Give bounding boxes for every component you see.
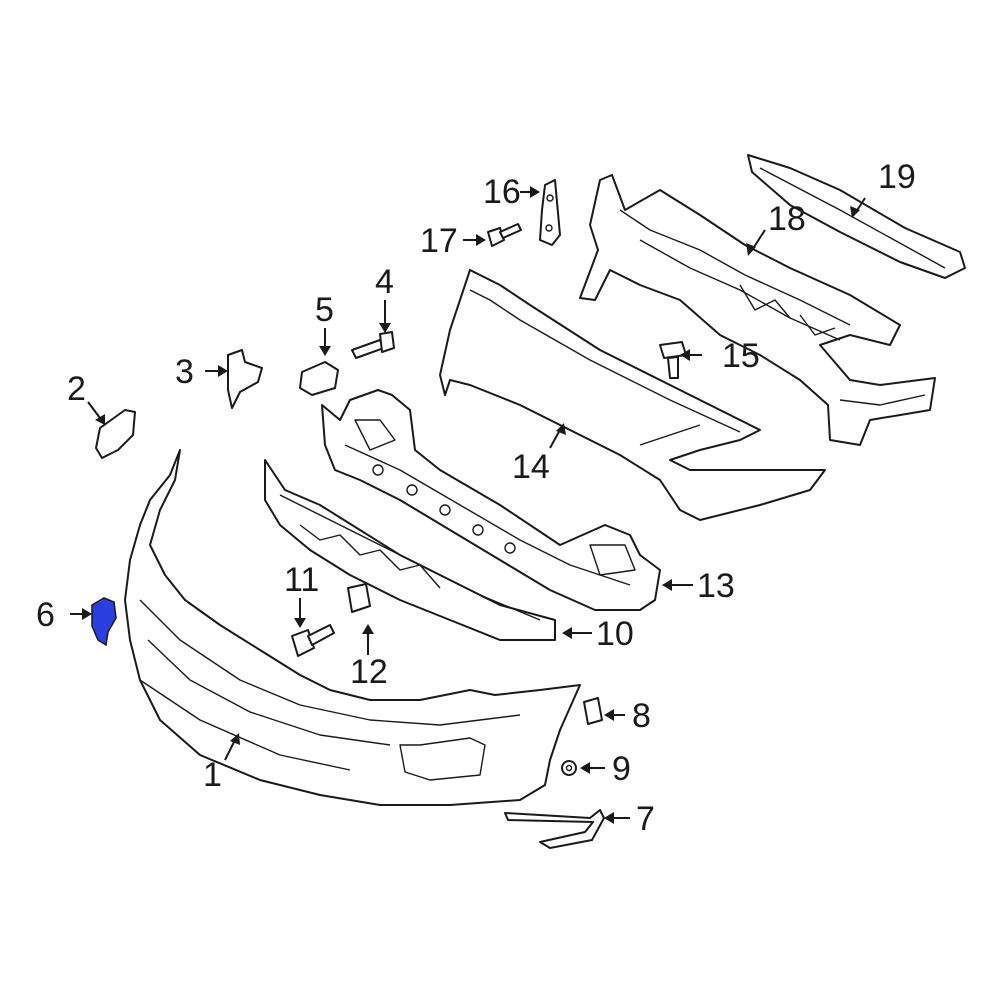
callout-2: 2	[67, 370, 86, 408]
part-15-clip[interactable]	[659, 341, 687, 379]
callout-4: 4	[375, 263, 394, 301]
callout-13: 13	[697, 567, 735, 605]
callout-15: 15	[722, 337, 760, 375]
part-8-clip[interactable]	[583, 697, 603, 725]
leader-lines	[70, 186, 866, 824]
callout-3: 3	[175, 353, 194, 391]
part-2-bracket[interactable]	[95, 409, 136, 459]
part-6-highlighted-bracket[interactable]	[91, 597, 117, 647]
part-13-reinforcement[interactable]	[321, 389, 661, 611]
callout-11: 11	[284, 561, 319, 599]
part-7-trim[interactable]	[504, 809, 605, 849]
part-16-bracket[interactable]	[539, 179, 561, 246]
part-19-upper-shield[interactable]	[747, 154, 966, 279]
part-9-washer[interactable]	[561, 760, 577, 776]
part-12-nut[interactable]	[347, 583, 371, 613]
callout-labels: 19 18 16 17 4 5 3 2 15 14 13 10 11 12 6 …	[36, 158, 916, 838]
part-17-bolt[interactable]	[487, 223, 522, 247]
part-5-plug[interactable]	[299, 361, 339, 396]
callout-7: 7	[636, 800, 655, 838]
callout-10: 10	[596, 615, 634, 653]
callout-8: 8	[632, 697, 651, 735]
callout-18: 18	[768, 200, 806, 238]
part-14-upper-cover[interactable]	[439, 269, 826, 521]
callout-6: 6	[36, 596, 55, 634]
part-4-screw[interactable]	[351, 331, 395, 359]
callout-16: 16	[483, 173, 521, 211]
part-11-bolt[interactable]	[291, 624, 335, 657]
callout-17: 17	[420, 222, 458, 260]
callout-9: 9	[612, 750, 631, 788]
part-10-absorber[interactable]	[264, 459, 556, 641]
part-18-deflector[interactable]	[579, 174, 936, 446]
callout-12: 12	[350, 653, 388, 691]
part-3-bracket[interactable]	[227, 349, 263, 409]
callout-19: 19	[878, 158, 916, 196]
callout-14: 14	[512, 448, 550, 486]
callout-1: 1	[203, 756, 222, 794]
callout-5: 5	[315, 291, 334, 329]
part-1-bumper-cover[interactable]	[124, 449, 581, 806]
